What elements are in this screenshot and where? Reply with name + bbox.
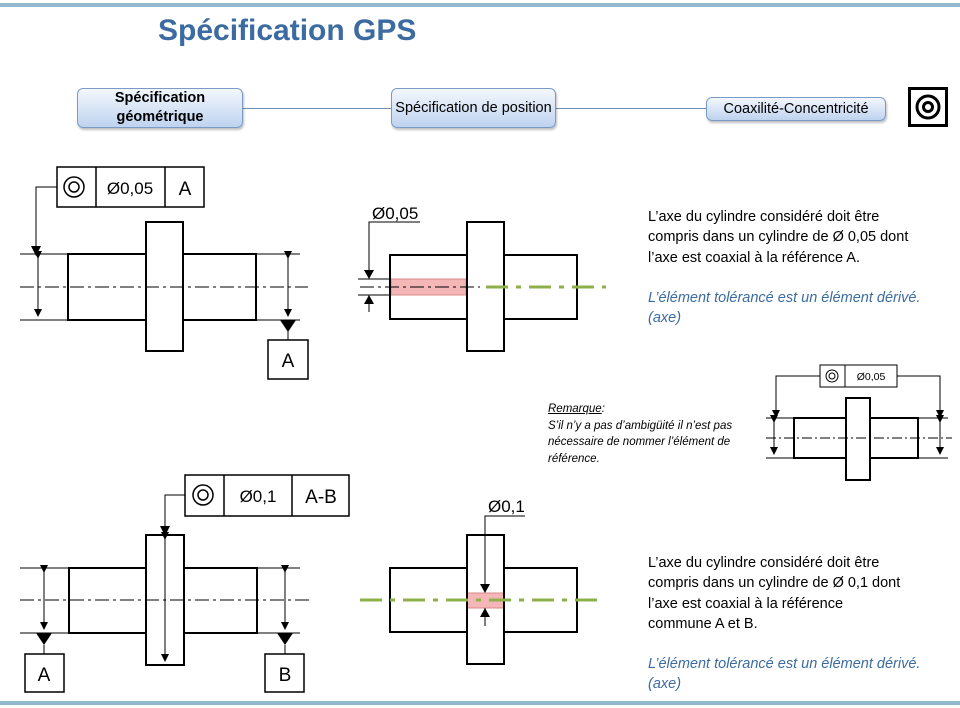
diagram1-zone bbox=[358, 221, 606, 352]
nav-connector-1 bbox=[243, 108, 391, 109]
page-title: Spécification GPS bbox=[158, 14, 417, 47]
d1-datum-label: A bbox=[282, 351, 295, 372]
remark-line1: S’il n’y a pas d’ambigüité il n’est pas bbox=[548, 419, 733, 432]
bottom-bar bbox=[0, 701, 960, 705]
d2-frame-tolerance: Ø0,1 bbox=[240, 487, 277, 506]
diagram1 bbox=[20, 166, 309, 380]
nav-step-coaxiality[interactable]: Coaxilité-Concentricité bbox=[706, 97, 886, 121]
remark-line2: nécessaire de nommer l’élément de bbox=[548, 436, 731, 448]
d2-datum-a-label: A bbox=[38, 665, 51, 686]
concentricity-icon bbox=[908, 87, 948, 127]
nav-step-3-label: Coaxilité-Concentricité bbox=[723, 100, 869, 117]
remark-colon: : bbox=[601, 403, 605, 415]
explanation-2-line3: l’axe est coaxial à la référence bbox=[648, 595, 844, 612]
explanation-2-line2: compris dans un cylindre de Ø 0,1 dont bbox=[648, 575, 901, 592]
d1-frame-icon bbox=[63, 176, 85, 198]
d2-frame-datum: A-B bbox=[305, 487, 337, 508]
nav-step-2-label: Spécification de position bbox=[395, 99, 552, 116]
explanation-1: L’axe du cylindre considéré doit être co… bbox=[648, 207, 948, 328]
explanation-2: L’axe du cylindre considéré doit être co… bbox=[648, 553, 948, 695]
explanation-1-note1: L’élément tolérancé est un élément dériv… bbox=[648, 289, 921, 306]
top-bar bbox=[0, 3, 960, 7]
explanation-1-line3: l’axe est coaxial à la référence A. bbox=[648, 249, 860, 266]
d1-frame-datum: A bbox=[179, 179, 192, 200]
remark-heading: Remarque bbox=[548, 403, 602, 415]
d2-datum-a-box bbox=[24, 653, 65, 693]
d2-datum-b-label: B bbox=[279, 665, 292, 686]
d2-datum-b-box bbox=[264, 653, 305, 693]
d1-datum-box bbox=[267, 339, 309, 380]
explanation-2-line1: L’axe du cylindre considéré doit être bbox=[648, 555, 880, 571]
d1b-zone-label: Ø0,05 bbox=[372, 204, 418, 223]
explanation-1-line2: compris dans un cylindre de Ø 0,05 dont bbox=[648, 229, 909, 246]
remark-line3: référence. bbox=[548, 452, 600, 465]
remark: Remarque: S’il n’y a pas d’ambigüité il … bbox=[548, 401, 758, 467]
explanation-2-note1: L’élément tolérancé est un élément dériv… bbox=[648, 656, 921, 673]
remark-frame-tolerance: Ø0,05 bbox=[857, 371, 886, 383]
d2-frame-icon bbox=[192, 484, 214, 506]
diagram2-zone bbox=[360, 515, 604, 665]
explanation-2-line4: commune A et B. bbox=[648, 615, 758, 632]
nav-connector-2 bbox=[556, 108, 706, 109]
diagram2 bbox=[20, 474, 350, 693]
diagram-remark bbox=[766, 364, 952, 481]
explanation-2-note2: (axe) bbox=[648, 676, 682, 693]
d1-frame-tolerance: Ø0,05 bbox=[107, 179, 153, 198]
nav-step-geometric-spec[interactable]: Spécification géométrique bbox=[77, 88, 243, 128]
explanation-1-line1: L’axe du cylindre considéré doit être bbox=[648, 209, 880, 225]
nav-step-1-label: Spécification géométrique bbox=[114, 90, 206, 125]
explanation-1-note2: (axe) bbox=[648, 310, 682, 327]
d2b-zone-label: Ø0,1 bbox=[488, 497, 525, 516]
nav-step-position-spec[interactable]: Spécification de position bbox=[391, 88, 556, 128]
